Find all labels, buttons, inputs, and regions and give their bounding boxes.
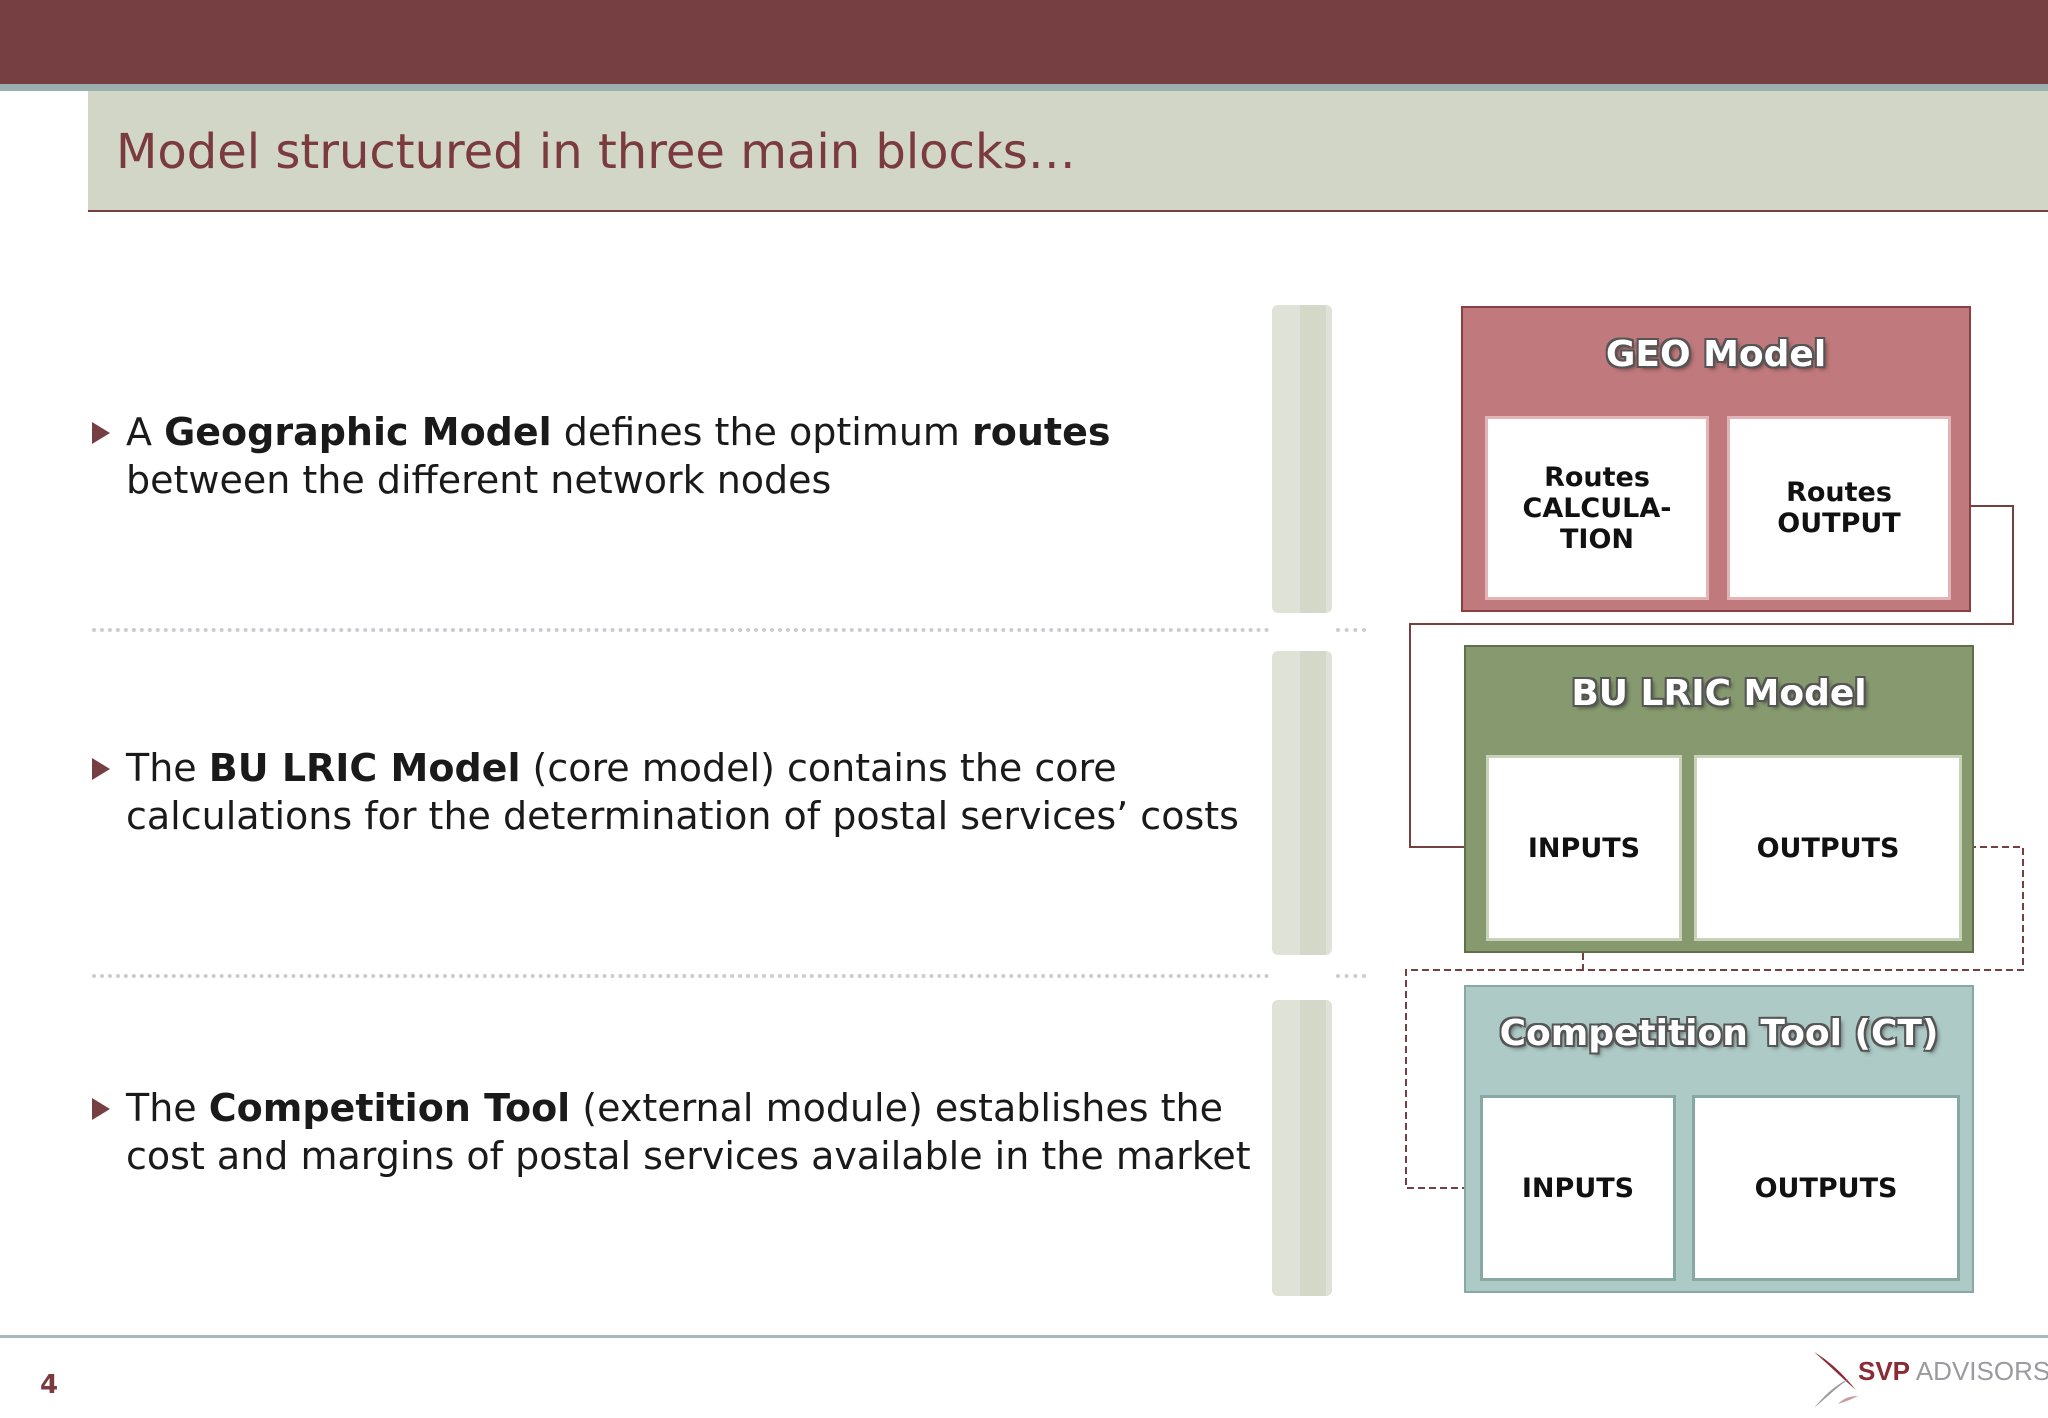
bullet-text: The — [126, 746, 209, 790]
bullet-arrow-icon — [92, 422, 110, 444]
bullet-competition-tool: The Competition Tool (external module) e… — [126, 1084, 1251, 1180]
bullet-arrow-icon — [92, 758, 110, 780]
routes-output-box: Routes OUTPUT — [1727, 416, 1951, 600]
competition-tool-block: Competition Tool (CT) INPUTS OUTPUTS — [1464, 985, 1974, 1293]
bullet-bold: Geographic Model — [164, 410, 552, 454]
competition-tool-title: Competition Tool (CT) — [1499, 1013, 1939, 1054]
bu-outputs-box: OUTPUTS — [1694, 755, 1962, 941]
bullet-line2: calculations for the determination of po… — [126, 794, 1239, 838]
ct-inputs-box: INPUTS — [1480, 1095, 1676, 1281]
logo-light: ADVISORS — [1910, 1356, 2048, 1386]
bullet-line2: between the different network nodes — [126, 458, 832, 502]
box-label: OUTPUT — [1777, 508, 1901, 539]
logo-bold: SVP — [1858, 1356, 1911, 1386]
header-rule — [0, 84, 2048, 91]
slide-title: Model structured in three main blocks… — [116, 124, 1076, 180]
bullet-line2: cost and margins of postal services avai… — [126, 1134, 1251, 1178]
section-separator — [92, 974, 1270, 978]
box-label: Routes — [1544, 461, 1650, 493]
section-separator — [1336, 974, 1366, 978]
bu-inputs-box: INPUTS — [1486, 755, 1682, 941]
box-label: CALCULA- — [1522, 492, 1672, 524]
title-band — [88, 91, 2048, 212]
geo-to-bu-connector — [1409, 505, 2014, 847]
section-separator — [92, 628, 1270, 632]
section-separator — [1336, 628, 1366, 632]
box-label: INPUTS — [1527, 832, 1641, 864]
bu-to-ct-connector — [1405, 969, 1583, 1188]
box-label: OUTPUTS — [1754, 1172, 1898, 1204]
box-label: Routes — [1786, 477, 1892, 508]
bullet-geographic: A Geographic Model defines the optimum r… — [126, 408, 1110, 504]
box-label: OUTPUTS — [1756, 832, 1900, 864]
ct-outputs-box: OUTPUTS — [1692, 1095, 1960, 1281]
bu-outputs-connector — [1582, 846, 2024, 971]
bu-lric-model-block: BU LRIC Model INPUTS OUTPUTS — [1464, 645, 1974, 953]
bullet-arrow-icon — [92, 1098, 110, 1120]
divider-bar-segment — [1272, 305, 1332, 613]
svp-advisors-logo: SVP ADVISORS — [1858, 1356, 2048, 1387]
geo-model-block: GEO Model Routes CALCULA- TION Routes OU… — [1461, 306, 1971, 612]
geo-model-title: GEO Model — [1605, 334, 1827, 375]
divider-bar-segment — [1272, 651, 1332, 955]
bullet-text: The — [126, 1086, 209, 1130]
bullet-text: defines the optimum — [551, 410, 973, 454]
page-number: 4 — [40, 1370, 59, 1400]
footer-rule — [0, 1335, 2048, 1338]
bullet-text: A — [126, 410, 165, 454]
header-band — [0, 0, 2048, 84]
svp-logo-icon — [1814, 1352, 1858, 1408]
box-label: INPUTS — [1521, 1172, 1635, 1204]
bullet-text: (core model) contains the core — [520, 746, 1117, 790]
bullet-bold: routes — [972, 410, 1111, 454]
box-label: TION — [1559, 523, 1634, 555]
bullet-text: (external module) establishes the — [570, 1086, 1223, 1130]
bullet-bold: Competition Tool — [208, 1086, 571, 1130]
divider-bar-segment — [1272, 1000, 1332, 1296]
bullet-bold: BU LRIC Model — [208, 746, 521, 790]
routes-calculation-box: Routes CALCULA- TION — [1485, 416, 1709, 600]
bullet-bu-lric: The BU LRIC Model (core model) contains … — [126, 744, 1239, 840]
bu-lric-model-title: BU LRIC Model — [1571, 673, 1867, 714]
